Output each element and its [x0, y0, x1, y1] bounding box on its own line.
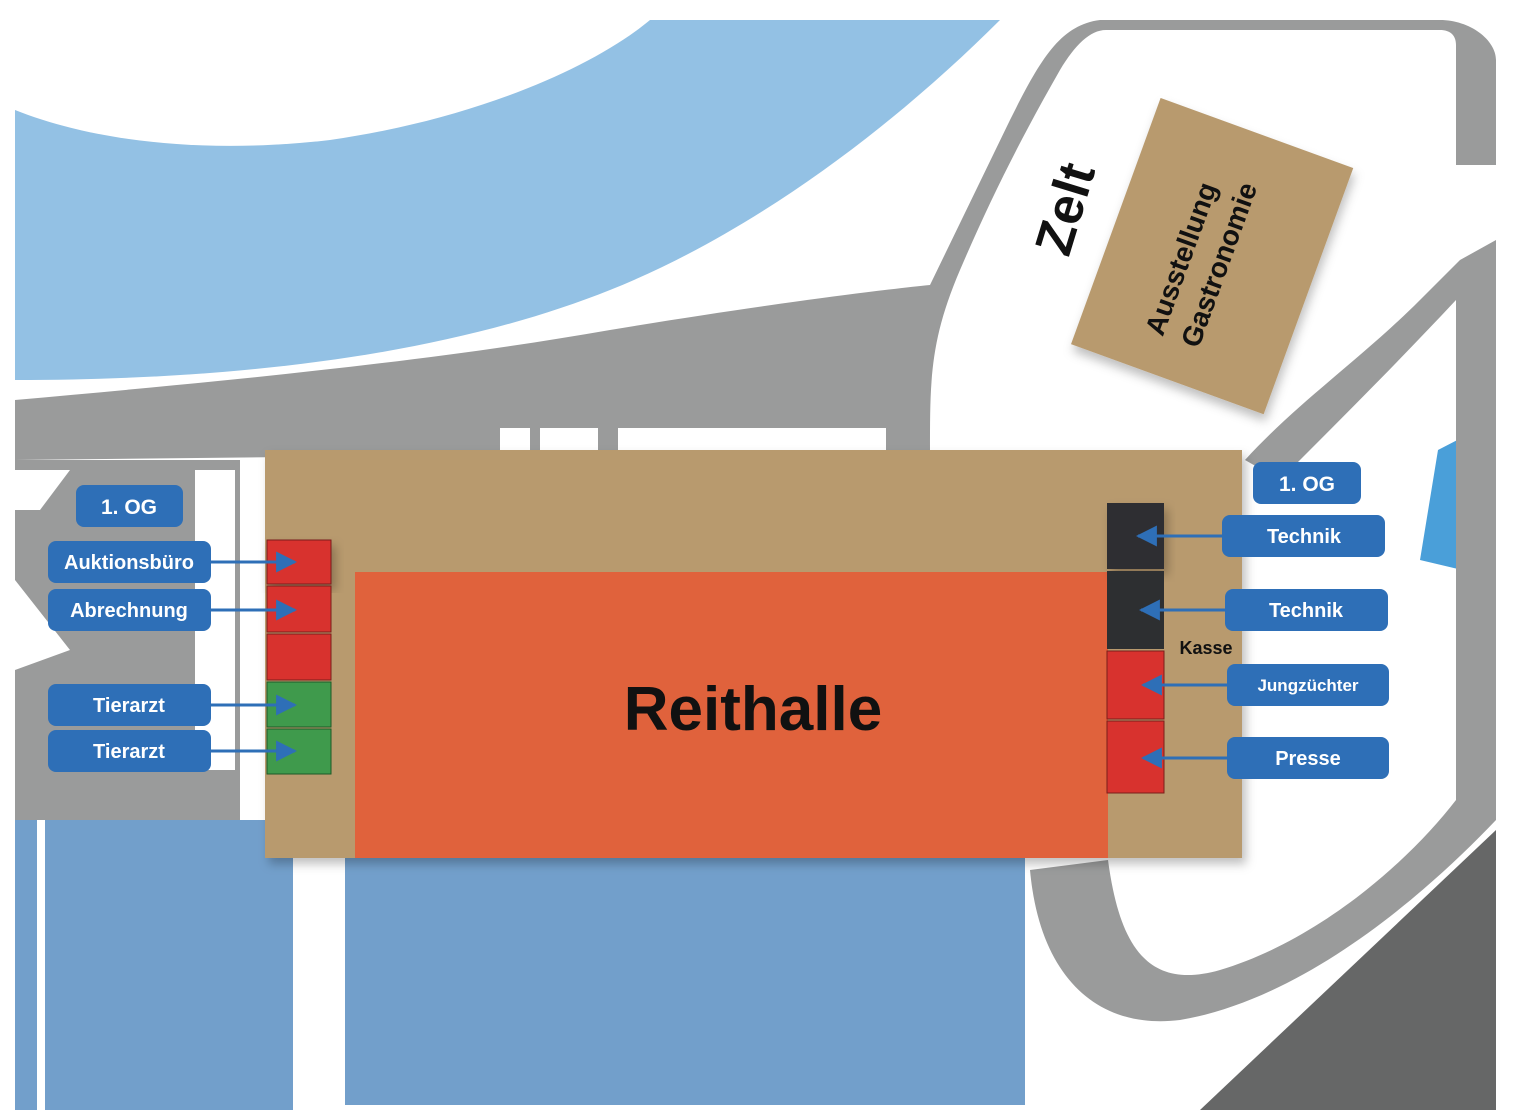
stable-block-left-strip [15, 820, 37, 1110]
callout-presse: Presse [1140, 737, 1389, 779]
right-floor-badge: 1. OG [1253, 462, 1361, 504]
callout-technik-2: Technik [1138, 589, 1388, 631]
callout-technik-1-label: Technik [1267, 526, 1342, 548]
callout-abrechnung-label: Abrechnung [70, 600, 188, 622]
callout-auktionsbuero-label: Auktionsbüro [64, 552, 194, 574]
main-road [15, 20, 1496, 460]
callout-tierarzt-2: Tierarzt [48, 730, 298, 772]
road-strip-white-1 [500, 428, 530, 450]
stable-block-left [45, 820, 293, 1110]
road-strip-white-2 [540, 428, 598, 450]
callout-abrechnung: Abrechnung [48, 589, 298, 631]
dark-corner [1200, 830, 1496, 1110]
callout-auktionsbuero: Auktionsbüro [48, 541, 298, 583]
callout-presse-label: Presse [1275, 748, 1341, 770]
left-floor-text: 1. OG [101, 496, 157, 519]
callout-tierarzt-2-label: Tierarzt [93, 741, 165, 763]
reithalle-label: Reithalle [624, 675, 882, 744]
callout-tierarzt-1-label: Tierarzt [93, 695, 165, 717]
left-cutout-2 [15, 580, 70, 670]
right-floor-text: 1. OG [1279, 473, 1335, 496]
tent-building [1071, 97, 1354, 415]
kasse-label: Kasse [1179, 638, 1232, 658]
left-cutout [15, 470, 70, 510]
left-floor-badge: 1. OG [76, 485, 183, 527]
callout-jungzuechter: Jungzüchter [1140, 664, 1389, 706]
right-road [1030, 240, 1496, 1022]
callout-jungzuechter-label: Jungzüchter [1257, 676, 1358, 695]
callout-technik-2-label: Technik [1269, 600, 1344, 622]
reithalle-arena [355, 572, 1108, 858]
stable-block-center [345, 855, 1025, 1105]
callout-tierarzt-1: Tierarzt [48, 684, 298, 726]
room-red-3 [266, 633, 332, 681]
river-bank [15, 20, 650, 146]
road-strip-white-3 [618, 428, 886, 450]
callout-technik-1: Technik [1135, 515, 1385, 557]
